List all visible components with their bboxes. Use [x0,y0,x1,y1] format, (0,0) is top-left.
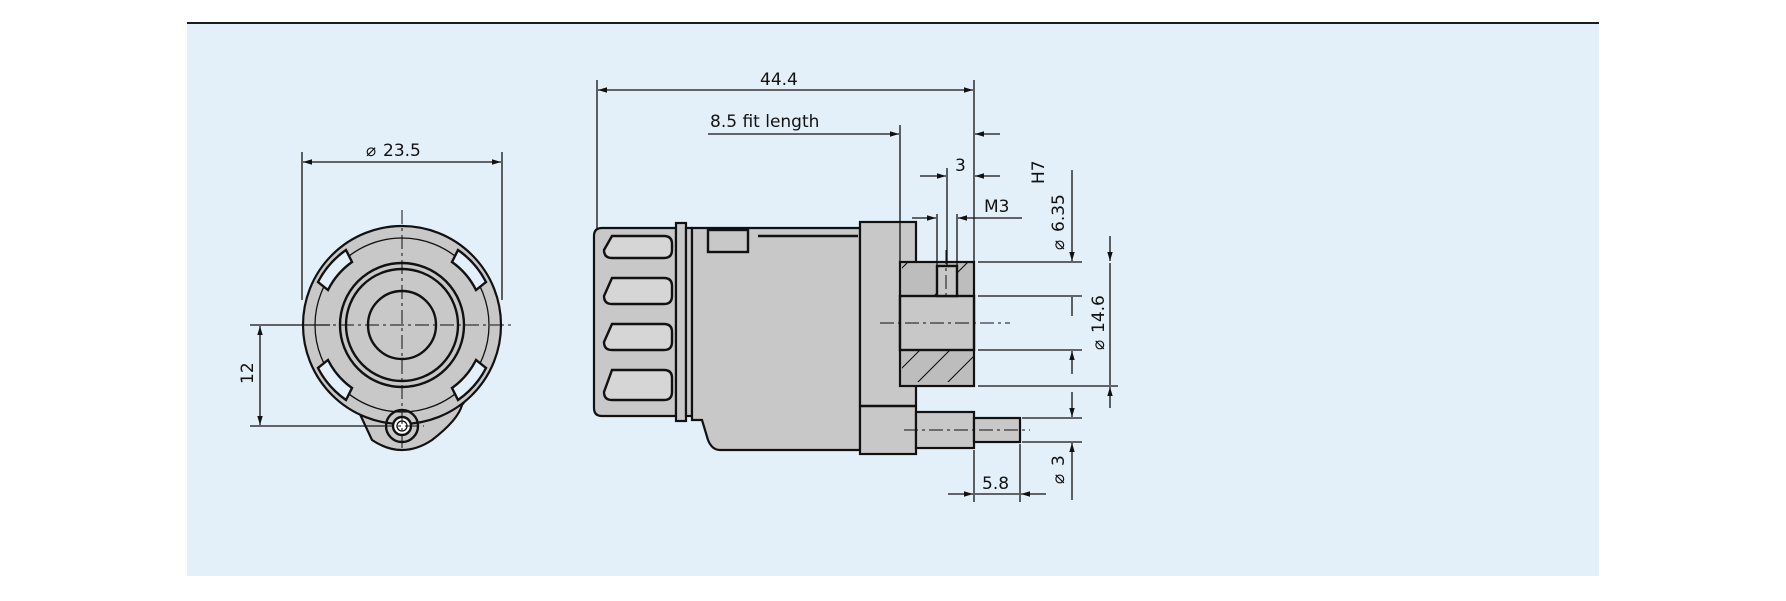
side-view-dim-pin-length: 5.8 [982,474,1009,494]
front-view: ⌀ 23.5 12 [238,141,514,451]
side-view-housing [690,226,862,452]
side-view-setscrew [935,264,959,298]
top-rule [187,22,1599,24]
side-view-label-tab [706,228,750,254]
side-view: 44.4 8.5 fit length 3 M3 ⌀ 6.35 H7 ⌀ 1 [592,70,1118,502]
side-view-dim-thread: M3 [984,197,1009,217]
side-view-dim-bore-symbol: ⌀ [1049,240,1069,250]
side-view-dim-flange-symbol: ⌀ [1089,340,1109,350]
side-view-collar [674,221,688,423]
front-view-dim-diameter-value: 23.5 [383,141,421,161]
side-view-dim-pin-diameter-symbol: ⌀ [1049,474,1069,484]
front-view-dim-diameter-symbol: ⌀ [366,141,376,161]
side-view-dim-bore-value: 6.35 [1049,194,1069,232]
side-view-dim-offset-value: 3 [955,156,966,176]
side-view-grip-ridges [602,234,674,402]
side-view-dim-flange-value: 14.6 [1089,295,1109,333]
front-view-dim-height-value: 12 [238,362,258,384]
side-view-dim-fit-length: 8.5 fit length [710,112,819,132]
front-view-slots [316,248,488,402]
side-view-dim-overall-value: 44.4 [760,70,798,90]
side-view-dim-bore-tolerance: H7 [1029,160,1049,184]
side-view-dim-pin-diameter-value: 3 [1049,455,1069,466]
